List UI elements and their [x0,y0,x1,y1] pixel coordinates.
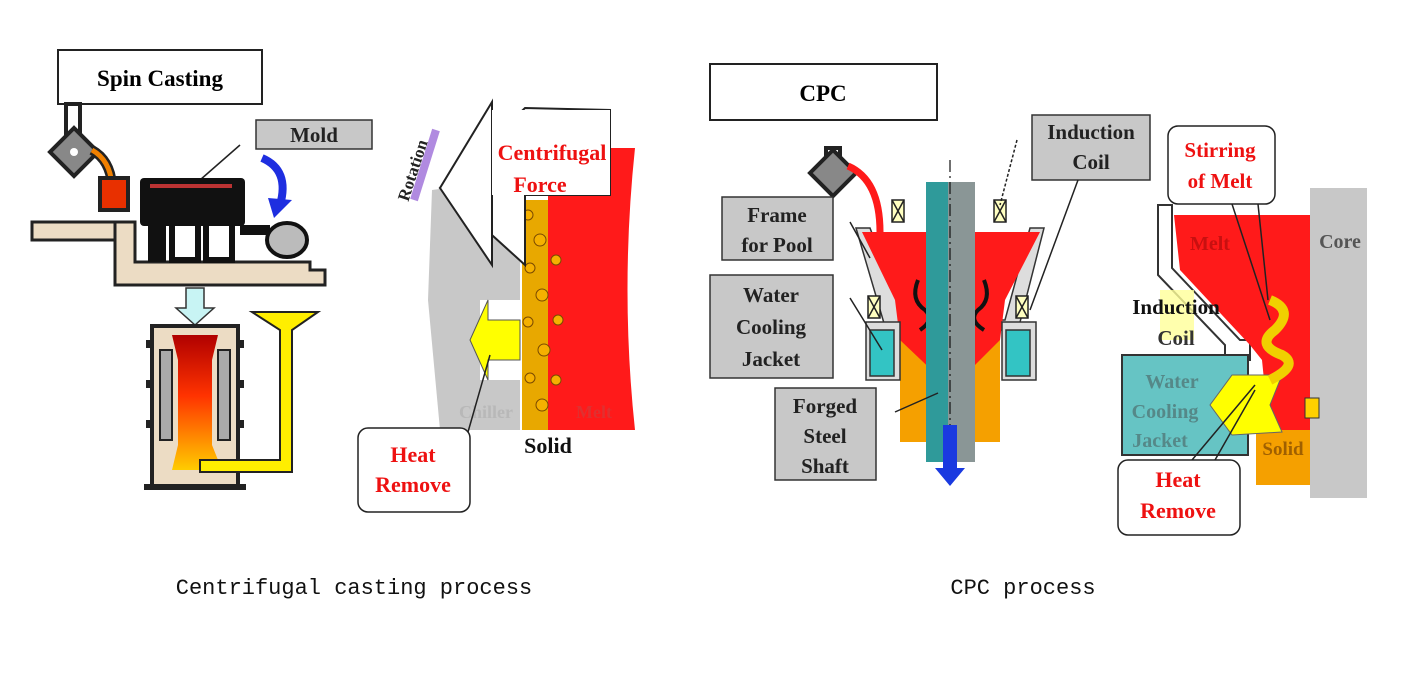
heat-flow-arrow-icon [469,299,521,381]
induction-coil-markers [867,199,1029,319]
cooling-jackets [865,321,1037,381]
ladle-icon [47,102,130,212]
withdrawal-arrow-icon [935,425,965,486]
chiller-label: Chiller [459,402,513,422]
solid-particles [522,200,564,430]
detail-solid [1256,430,1310,485]
centrifugal-force-label: Centrifugal [498,140,607,165]
rotation-bar [410,128,440,202]
down-arrow-icon [174,287,216,327]
detail-induction-label: Induction [1132,295,1220,319]
frame-for-pool-label-box: Frame for Pool [721,196,871,261]
detail-jacket-label: Jacket [1132,430,1188,452]
melt-label: Melt [576,402,612,422]
mold-label: Mold [290,123,338,147]
shaft-label: Shaft [801,454,849,478]
melt-region [548,148,635,430]
for-pool-label: for Pool [741,233,813,257]
force-label: Force [513,172,567,197]
mold-label-box: Mold [199,119,373,181]
stirring-label: Stirring [1184,138,1256,162]
cpc-heat-remove-callout: Heat Remove [1117,384,1256,536]
forged-steel-shaft-label-box: Forged Steel Shaft [774,387,939,481]
solid-label: Solid [524,433,572,458]
induction-coil-label-box: Induction Coil [999,114,1151,311]
of-melt-label: of Melt [1188,169,1253,193]
core-label: Core [1319,231,1361,253]
cpc-caption: CPC process [950,576,1095,601]
remove-label: Remove [375,472,451,497]
detail-coil-box [1160,290,1194,340]
rotation-arrowhead-icon [268,198,292,218]
stirring-callout: Stirring of Melt [1167,125,1276,321]
frame-label: Frame [747,203,806,227]
core-region [1310,188,1367,498]
detail-solid-marker [1304,397,1320,419]
detail-melt-label: Melt [1190,233,1230,255]
pouring-channel [199,311,322,473]
cpc-remove-label: Remove [1140,498,1216,523]
heat-label: Heat [390,442,436,467]
water-cooling-jacket-label-box: Water Cooling Jacket [709,274,883,379]
rotation-arrow-icon [260,154,287,207]
centrifugal-caption: Centrifugal casting process [176,576,532,601]
forged-steel-shaft [926,160,975,470]
detail-coil-label: Coil [1157,326,1195,350]
detail-water-label: Water [1145,371,1198,393]
forged-label: Forged [793,394,857,418]
steel-label: Steel [803,424,846,448]
spin-casting-title-box: Spin Casting [57,49,263,105]
spin-casting-title: Spin Casting [97,66,223,91]
cpc-title: CPC [799,81,846,106]
cpc-ladle-icon [807,146,884,233]
cpc-heat-label: Heat [1155,467,1201,492]
coil-label: Coil [1072,150,1110,174]
chiller-region [428,178,520,430]
mold-cross-section [144,324,246,490]
jacket-label: Jacket [742,347,800,371]
water-label: Water [743,283,799,307]
detail-cooling-label: Cooling [1132,401,1199,423]
induction-label: Induction [1047,120,1135,144]
spin-casting-machine [30,178,327,287]
detail-stirring-icon [1261,295,1294,385]
cpc-title-box: CPC [709,63,938,121]
detail-solid-label: Solid [1262,439,1304,460]
cooling-label: Cooling [736,315,807,339]
heat-remove-callout: Heat Remove [357,427,471,513]
